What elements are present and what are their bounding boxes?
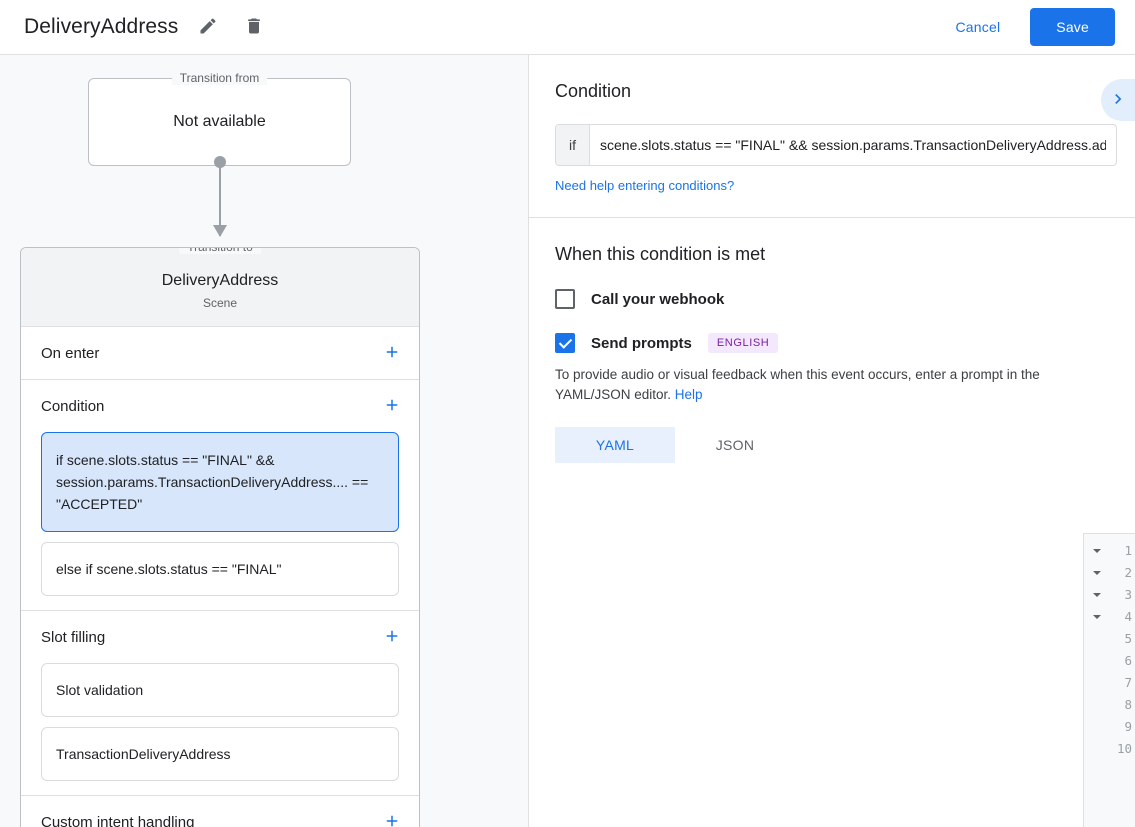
tab-yaml[interactable]: YAML	[555, 427, 675, 463]
plus-icon	[383, 396, 401, 417]
condition-help-link[interactable]: Need help entering conditions?	[555, 178, 735, 193]
transition-from-value: Not available	[173, 113, 266, 130]
transition-from-legend: Transition from	[171, 71, 268, 85]
editor-line-number: 4	[1124, 609, 1132, 624]
prompts-help-link[interactable]: Help	[674, 387, 703, 402]
trash-icon	[244, 16, 264, 39]
send-prompts-checkbox[interactable]	[555, 333, 575, 353]
section-condition: Condition if scene.slots.status == "FINA…	[21, 380, 419, 611]
add-custom-intent-button[interactable]	[377, 807, 407, 827]
condition-block: Condition if Need help entering conditio…	[529, 55, 1135, 218]
condition-if-prefix: if	[556, 125, 590, 165]
webhook-row: Call your webhook	[555, 289, 1109, 309]
save-button[interactable]: Save	[1030, 8, 1115, 46]
tab-json[interactable]: JSON	[675, 427, 795, 463]
fold-spacer	[1084, 694, 1109, 716]
condition-item-selected[interactable]: if scene.slots.status == "FINAL" && sess…	[41, 432, 399, 532]
fold-spacer	[1084, 650, 1109, 672]
cancel-button[interactable]: Cancel	[942, 10, 1015, 44]
plus-icon	[383, 343, 401, 364]
section-title-slot-filling: Slot filling	[41, 628, 106, 646]
section-body-condition: if scene.slots.status == "FINAL" && sess…	[21, 432, 419, 610]
fold-toggle-icon[interactable]	[1084, 562, 1109, 584]
edit-name-button[interactable]	[188, 7, 228, 47]
send-prompts-label: Send prompts	[591, 334, 692, 352]
call-webhook-label: Call your webhook	[591, 290, 725, 308]
editor-line-number: 5	[1124, 631, 1132, 646]
when-condition-met-block: When this condition is met Call your web…	[529, 218, 1135, 463]
editor-format-tabs: YAML JSON	[555, 427, 1109, 463]
section-body-slot-filling: Slot validation TransactionDeliveryAddre…	[21, 663, 419, 795]
section-header-on-enter: On enter	[21, 327, 419, 379]
add-condition-button[interactable]	[377, 391, 407, 421]
editor-line-number: 1	[1124, 543, 1132, 558]
editor-line-number: 7	[1124, 675, 1132, 690]
left-panel: Transition from Not available Transition…	[0, 55, 529, 827]
transition-to-type: Scene	[202, 296, 238, 310]
add-on-enter-button[interactable]	[377, 338, 407, 368]
section-header-slot-filling: Slot filling	[21, 611, 419, 663]
editor-line-number: 8	[1124, 697, 1132, 712]
condition-heading: Condition	[555, 81, 632, 101]
prompts-hint-text: To provide audio or visual feedback when…	[555, 367, 1040, 402]
transition-to-header: DeliveryAddress Scene	[21, 248, 419, 327]
delete-button[interactable]	[234, 7, 274, 47]
transition-to-card: Transition to DeliveryAddress Scene On e…	[20, 247, 420, 827]
section-title-condition: Condition	[41, 397, 105, 415]
transition-to-name: DeliveryAddress	[161, 272, 279, 289]
call-webhook-checkbox[interactable]	[555, 289, 575, 309]
editor-fold-gutter[interactable]	[1084, 534, 1109, 827]
section-title-on-enter: On enter	[41, 344, 100, 362]
editor-line-number: 2	[1124, 565, 1132, 580]
page-title: DeliveryAddress	[24, 15, 179, 38]
condition-input[interactable]	[590, 125, 1116, 165]
condition-input-row: if	[555, 124, 1117, 166]
chevron-right-icon	[1108, 89, 1128, 112]
connector-line	[219, 161, 221, 236]
editor-line-number-gutter: 1 2 3 4 5 6 7 8 9 10	[1109, 534, 1135, 827]
fold-toggle-icon[interactable]	[1084, 606, 1109, 628]
send-prompts-row: Send prompts ENGLISH	[555, 333, 1109, 353]
section-title-custom-intent-handling: Custom intent handling	[41, 813, 195, 827]
language-badge: ENGLISH	[707, 333, 779, 353]
plus-icon	[383, 627, 401, 648]
pencil-icon	[198, 16, 218, 39]
editor-line-number: 9	[1124, 719, 1132, 734]
fold-toggle-icon[interactable]	[1084, 540, 1109, 562]
section-on-enter: On enter	[21, 327, 419, 380]
section-header-condition: Condition	[21, 380, 419, 432]
expand-panel-button[interactable]	[1101, 79, 1135, 121]
editor-line-number: 6	[1124, 653, 1132, 668]
section-custom-intent-handling: Custom intent handling	[21, 796, 419, 827]
fold-toggle-icon[interactable]	[1084, 584, 1109, 606]
add-slot-filling-button[interactable]	[377, 622, 407, 652]
when-condition-met-heading: When this condition is met	[555, 244, 766, 264]
slot-validation-item[interactable]: Slot validation	[41, 663, 399, 717]
connector-arrow-icon	[213, 225, 227, 237]
fold-spacer	[1084, 738, 1109, 760]
top-app-bar: DeliveryAddress Cancel Save	[0, 0, 1135, 55]
transition-from-card: Transition from Not available	[88, 71, 351, 166]
fold-spacer	[1084, 716, 1109, 738]
prompts-hint: To provide audio or visual feedback when…	[555, 365, 1109, 405]
section-slot-filling: Slot filling Slot validation Transaction…	[21, 611, 419, 796]
fold-spacer	[1084, 628, 1109, 650]
section-header-custom-intent-handling: Custom intent handling	[21, 796, 419, 827]
editor-line-number: 10	[1116, 741, 1132, 756]
right-panel: Condition if Need help entering conditio…	[529, 55, 1135, 827]
condition-item[interactable]: else if scene.slots.status == "FINAL"	[41, 542, 399, 596]
transition-to-legend: Transition to	[179, 248, 261, 254]
plus-icon	[383, 812, 401, 827]
slot-item-transaction-delivery-address[interactable]: TransactionDeliveryAddress	[41, 727, 399, 781]
fold-spacer	[1084, 672, 1109, 694]
editor-line-number: 3	[1124, 587, 1132, 602]
